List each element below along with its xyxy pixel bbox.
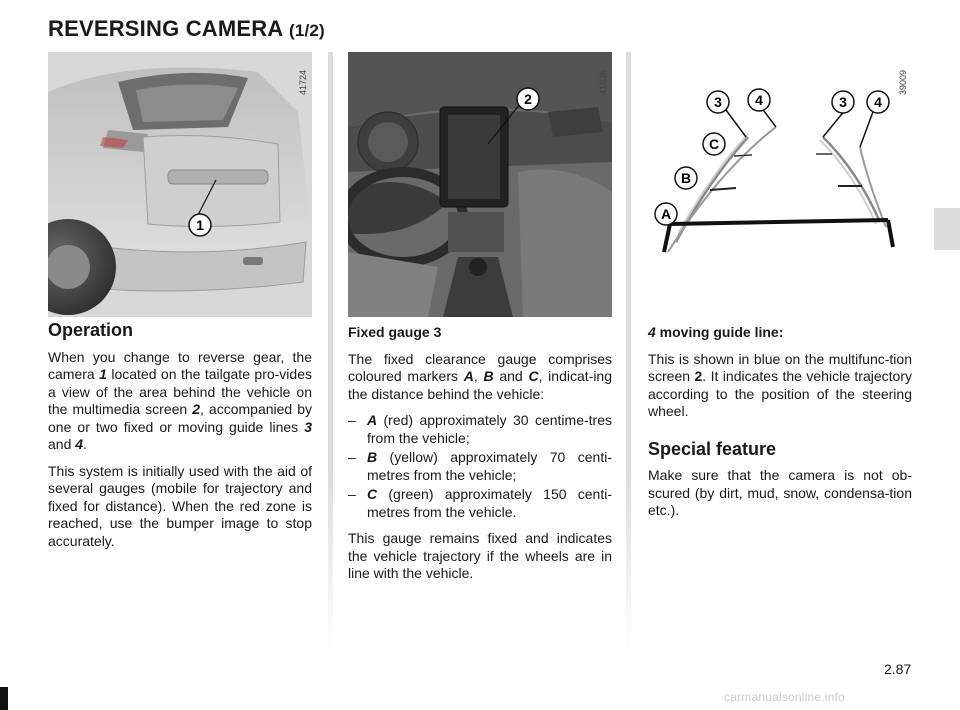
heading-fixed-gauge: Fixed gauge 3 [348, 324, 442, 340]
list-item: –B (yellow) approximately 70 centi-metre… [348, 449, 612, 483]
page-number: 2.87 [884, 661, 912, 677]
callout-1: 1 [196, 217, 204, 233]
svg-text:C: C [709, 136, 719, 152]
column-fixed-gauge: Fixed gauge 3 The fixed clearance gauge … [348, 318, 612, 592]
marker-a-line [669, 218, 889, 226]
callout-a: A [654, 202, 678, 226]
list-item: –A (red) approximately 30 centime-tres f… [348, 412, 612, 446]
svg-text:4: 4 [874, 94, 882, 110]
callout-3-left: 3 [706, 90, 730, 114]
svg-text:4: 4 [755, 92, 763, 108]
paragraph-operation-1: When you change to reverse gear, the cam… [48, 348, 312, 453]
callout-2: 2 [524, 91, 532, 107]
moving-guide-right [859, 146, 887, 228]
column-moving-guide: 4 moving guide line: This is shown in bl… [648, 318, 912, 529]
crop-mark [0, 687, 8, 710]
heading-moving-guide: 4 moving guide line: [648, 324, 784, 340]
svg-text:A: A [661, 206, 671, 222]
paragraph-operation-2: This system is initially used with the a… [48, 462, 312, 549]
page-title-part: (1/2) [288, 21, 325, 40]
column-divider [328, 52, 333, 652]
fixed-guide-right [822, 136, 882, 223]
paragraph-fixed-gauge-1: The fixed clearance gauge comprises colo… [348, 350, 612, 402]
svg-text:3: 3 [714, 94, 722, 110]
figure-ref-41724: 41724 [298, 69, 308, 95]
tailgate-illustration: 1 [48, 52, 312, 317]
page-title: REVERSING CAMERA (1/2) [48, 16, 325, 41]
paragraph-moving-guide: This is shown in blue on the multifunc-t… [648, 350, 912, 420]
heading-special-feature: Special feature [648, 438, 777, 459]
guide-lines-diagram: 3 4 3 4 C B A [654, 88, 895, 253]
marker-b-left [709, 187, 737, 191]
callout-c: C [702, 132, 726, 156]
svg-text:B: B [681, 170, 691, 186]
callout-b: B [674, 166, 698, 190]
dashboard-illustration: 2 [348, 52, 612, 317]
heading-operation: Operation [48, 320, 134, 340]
moving-guide-left [667, 126, 777, 253]
svg-text:3: 3 [839, 94, 847, 110]
marker-c-left [733, 154, 753, 157]
figure-ref-41636: 41636 [598, 69, 608, 95]
list-item: –C (green) approximately 150 centi-metre… [348, 486, 612, 520]
watermark: carmanualsonline.info [724, 690, 845, 704]
figure-ref-39009: 39009 [898, 69, 908, 95]
paragraph-fixed-gauge-2: This gauge remains fixed and indicates t… [348, 530, 612, 581]
callout-4-right: 4 [866, 90, 890, 114]
callout-3-right: 3 [831, 90, 855, 114]
figure-dashboard-screen: 2 [348, 52, 612, 317]
column-divider-2 [626, 52, 631, 652]
section-tab [934, 208, 960, 250]
column-operation: Operation When you change to reverse gea… [48, 318, 312, 559]
figure-guide-lines: 3 4 3 4 C B A [648, 52, 912, 317]
paragraph-special-feature: Make sure that the camera is not ob-scur… [648, 467, 912, 518]
figure-tailgate-camera: 1 [48, 52, 312, 317]
marker-list: –A (red) approximately 30 centime-tres f… [348, 412, 612, 521]
callout-4-left: 4 [747, 88, 771, 112]
